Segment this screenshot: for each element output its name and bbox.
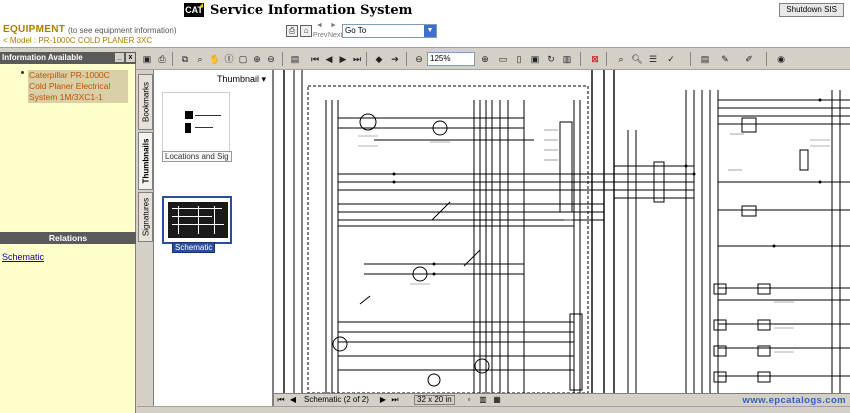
forward-icon[interactable]: ➔ [391, 54, 399, 64]
find-icon[interactable]: ⌕ [618, 54, 624, 64]
fit-page-icon[interactable]: ▭ [498, 54, 508, 64]
toolbar-divider [406, 52, 407, 66]
zoom-out-icon[interactable]: ⊖ [267, 54, 275, 64]
toolbar-divider [766, 52, 767, 66]
watermark: www.epcatalogs.com [742, 395, 846, 406]
acrobat-icon[interactable]: ⊠ [591, 54, 599, 64]
last-page-icon[interactable]: ⏭ [352, 54, 362, 64]
minimize-icon[interactable]: _ [115, 53, 124, 62]
viewer-status-bar: ⏮ ◀ Schematic (2 of 2) ▶ ⏭ 32 x 20 in ▫ … [274, 393, 850, 406]
chevron-down-icon[interactable]: ▼ [424, 25, 436, 37]
document-icon[interactable]: ▤ [290, 54, 300, 64]
prev-page-icon[interactable]: ◀ [289, 395, 297, 404]
schematic-drawing [283, 70, 850, 393]
toolbar-divider [580, 52, 581, 66]
bullet-icon [21, 71, 24, 74]
print-icon[interactable]: ⎙ [158, 54, 166, 64]
actual-size-icon[interactable]: ▣ [530, 54, 540, 64]
relations-header: Relations [0, 232, 136, 244]
equipment-hint: (to see equipment information) [68, 26, 177, 35]
thumbnail-page-1[interactable] [162, 92, 230, 154]
equipment-bar: EQUIPMENT (to see equipment information)… [0, 22, 850, 48]
search-icon[interactable]: ⌕ [197, 54, 203, 64]
toolbar-divider [172, 52, 173, 66]
fit-width-icon[interactable]: ▯ [516, 54, 522, 64]
thumbnail-label-1: Locations and Sig [162, 151, 232, 162]
spelling-icon[interactable]: ✓ [667, 54, 675, 64]
next-label: Next [328, 32, 343, 39]
print-icon[interactable]: ⎙ [286, 25, 298, 37]
back-icon[interactable]: ◄ [316, 22, 323, 29]
tab-thumbnails[interactable]: Thumbnails [138, 132, 153, 190]
close-icon[interactable]: x [126, 53, 135, 62]
save-icon[interactable]: ▣ [142, 54, 152, 64]
tab-signatures[interactable]: Signatures [138, 192, 153, 242]
forward-icon[interactable]: ► [330, 22, 337, 29]
zoom-select[interactable]: 125% [427, 52, 475, 66]
prev-page-icon[interactable]: ◀ [325, 54, 333, 64]
rotate-icon[interactable]: ↻ [547, 54, 555, 64]
first-page-icon[interactable]: ⏮ [310, 54, 320, 64]
zoom-out-icon[interactable]: ⊖ [415, 54, 423, 64]
toolbar-divider [606, 52, 607, 66]
schematic-link[interactable]: Schematic [2, 252, 45, 262]
info-item-link[interactable]: Caterpillar PR-1000C Cold Planer Electri… [28, 70, 128, 103]
next-page-icon[interactable]: ▶ [379, 395, 387, 404]
toolbar-divider [282, 52, 283, 66]
zoom-value: 125% [430, 54, 451, 63]
zoom-in-icon[interactable]: ⊕ [253, 54, 261, 64]
home-icon[interactable]: ⌂ [300, 25, 312, 37]
thumbnail-page-2[interactable] [162, 196, 232, 244]
schematic-view[interactable] [274, 70, 850, 393]
equipment-label[interactable]: EQUIPMENT [3, 24, 66, 35]
tab-bookmarks[interactable]: Bookmarks [138, 74, 153, 130]
search-icon[interactable]: 🔍︎ [631, 54, 643, 64]
copy-icon[interactable]: ⧉ [181, 54, 189, 64]
highlight-icon[interactable]: ✎ [721, 54, 729, 64]
thumbnail-options[interactable]: Thumbnail ▾ [216, 74, 266, 84]
zoom-in-icon[interactable]: ⊕ [481, 54, 489, 64]
page-layout-icon[interactable]: ▥ [562, 54, 572, 64]
back-icon[interactable]: ◆ [375, 54, 383, 64]
viewer-toolbar: ▣ ⎙ ⧉ ⌕ ✋ Ⓘ ▢ ⊕ ⊖ ▤ ⏮ ◀ ▶ ⏭ ◆ ➔ ⊖ 125% ⊕… [0, 49, 850, 70]
snapshot-icon[interactable]: ▢ [238, 54, 248, 64]
model-line: < Model : PR-1000C COLD PLANER 3XC [3, 36, 153, 45]
note-icon[interactable]: ▤ [700, 54, 710, 64]
goto-select[interactable]: Go To ▼ [342, 24, 437, 38]
hand-tool-icon[interactable]: ✋ [209, 54, 221, 64]
web-icon[interactable]: ☰ [648, 54, 658, 64]
pencil-icon[interactable]: ✐ [745, 54, 753, 64]
page-indicator: Schematic (2 of 2) [304, 395, 369, 404]
side-tabs: Bookmarks Thumbnails Signatures [137, 70, 154, 413]
horizontal-scrollbar[interactable] [137, 406, 850, 413]
last-page-icon[interactable]: ⏭ [391, 395, 399, 404]
layout-continuous-icon[interactable]: ▥ [479, 395, 487, 404]
toolbar-divider [366, 52, 367, 66]
app-header: CAT Service Information System Shutdown … [0, 0, 850, 22]
select-text-icon[interactable]: Ⓘ [224, 54, 234, 64]
prev-label: Prev [313, 32, 328, 39]
app-title: Service Information System [210, 3, 413, 18]
thumbnail-panel: Thumbnail ▾ Locations and Sig Schematic [154, 70, 274, 406]
layout-single-icon[interactable]: ▫ [467, 395, 471, 404]
help-icon[interactable]: ◉ [777, 54, 785, 64]
next-page-icon[interactable]: ▶ [339, 54, 347, 64]
layout-facing-icon[interactable]: ▦ [493, 395, 501, 404]
shutdown-button[interactable]: Shutdown SIS [779, 3, 844, 17]
thumbnail-label-2: Schematic [172, 242, 216, 253]
toolbar-divider [690, 52, 691, 66]
goto-value: Go To [345, 26, 367, 35]
page-size: 32 x 20 in [414, 395, 455, 405]
first-page-icon[interactable]: ⏮ [277, 395, 285, 404]
info-available-header: Information Available _ x [0, 52, 136, 64]
information-panel: Information Available _ x Caterpillar PR… [0, 52, 136, 413]
cat-logo-icon: CAT [184, 3, 204, 17]
